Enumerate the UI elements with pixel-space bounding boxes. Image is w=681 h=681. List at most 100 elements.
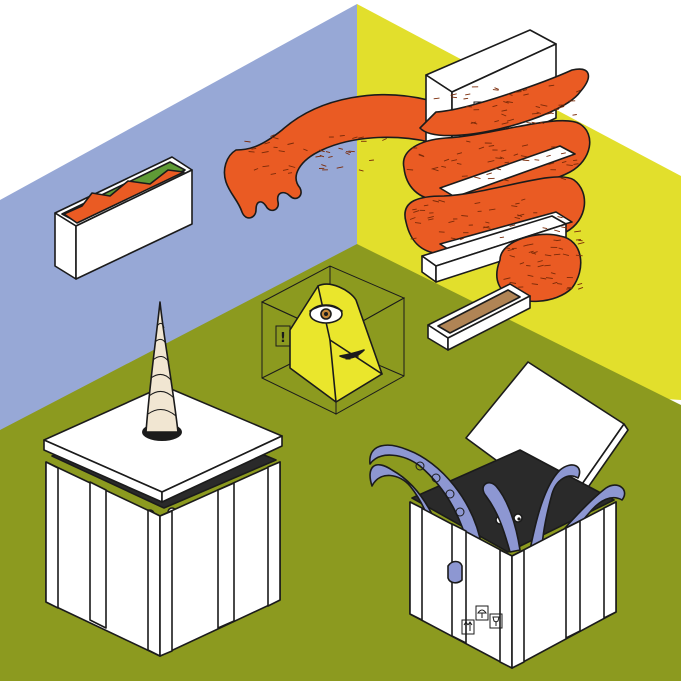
fur-stroke <box>470 121 477 124</box>
fur-stroke <box>495 157 503 160</box>
fur-stroke <box>456 162 462 165</box>
fur-stroke <box>540 277 547 280</box>
fur-stroke <box>499 236 505 239</box>
fur-stroke <box>441 165 447 168</box>
fur-stroke <box>574 230 582 233</box>
orange-creature-in-box <box>63 169 185 224</box>
fur-stroke <box>544 254 552 257</box>
fur-stroke <box>492 89 499 91</box>
fur-stroke <box>501 109 508 112</box>
fur-stroke <box>566 287 573 290</box>
fur-stroke <box>560 152 566 155</box>
fur-stroke <box>270 134 275 137</box>
fur-stroke <box>409 217 416 220</box>
fur-stroke <box>537 260 543 263</box>
fur-stroke <box>410 237 417 240</box>
fur-stroke <box>466 140 471 143</box>
fur-stroke <box>494 167 502 171</box>
fur-stroke <box>271 136 279 140</box>
fur-stroke <box>450 237 456 240</box>
fur-stroke <box>561 226 567 229</box>
fur-stroke <box>485 221 490 224</box>
fur-stroke <box>566 164 573 167</box>
fur-stroke <box>537 264 544 268</box>
fur-stroke <box>438 199 446 203</box>
fur-stroke <box>553 253 561 256</box>
fur-stroke <box>450 93 457 96</box>
fur-stroke <box>338 147 344 150</box>
fur-stroke <box>514 216 521 220</box>
tentacle-crate <box>369 361 629 669</box>
fur-stroke <box>572 114 577 116</box>
fur-stroke <box>522 89 528 92</box>
fur-stroke <box>554 108 559 110</box>
fur-stroke <box>575 238 581 241</box>
fur-stroke <box>382 138 387 141</box>
fur-stroke <box>573 163 579 165</box>
fur-stroke <box>450 96 458 99</box>
fur-stroke <box>461 215 469 217</box>
fur-stroke <box>262 165 270 168</box>
fur-stroke <box>492 104 498 108</box>
fur-stroke <box>509 255 516 258</box>
fur-stroke <box>413 210 420 213</box>
fur-stroke <box>319 154 325 158</box>
fur-stroke <box>531 251 538 254</box>
fur-stroke <box>578 239 583 242</box>
fur-stroke <box>557 216 563 219</box>
fur-stroke <box>318 149 325 153</box>
fur-stroke <box>552 281 558 285</box>
fur-stroke <box>406 168 414 171</box>
fur-stroke <box>315 155 322 158</box>
fur-stroke <box>503 100 509 104</box>
fur-stroke <box>561 160 567 164</box>
fur-stroke <box>501 149 507 152</box>
fur-stroke <box>303 148 308 152</box>
fur-stroke <box>412 208 417 211</box>
fur-stroke <box>527 274 534 277</box>
glass-cube: ! <box>260 265 406 415</box>
fur-stroke <box>244 140 251 143</box>
fur-stroke <box>528 250 534 253</box>
fur-stroke <box>523 244 528 247</box>
fur-stroke <box>576 89 581 93</box>
fur-stroke <box>517 213 525 217</box>
fur-stroke <box>509 281 517 284</box>
fur-stroke <box>575 254 583 257</box>
fur-stroke <box>531 112 539 115</box>
fur-stroke <box>328 155 333 158</box>
fur-stroke <box>511 205 518 208</box>
fur-stroke <box>494 87 499 90</box>
fur-stroke <box>414 222 422 224</box>
fur-stroke <box>339 134 345 137</box>
fur-stroke <box>456 152 463 155</box>
horn-crate <box>43 301 283 657</box>
svg-text:!: ! <box>280 331 286 346</box>
fur-stroke <box>557 283 563 285</box>
fur-stroke <box>488 145 495 147</box>
fur-stroke <box>418 154 425 158</box>
fur-stroke <box>526 122 531 124</box>
fur-stroke <box>321 164 327 167</box>
fur-stroke <box>471 121 478 125</box>
fur-stroke <box>288 165 296 168</box>
fur-stroke <box>474 202 481 205</box>
fur-stroke <box>448 220 455 224</box>
fur-stroke <box>499 156 505 159</box>
fur-stroke <box>253 168 259 171</box>
fur-stroke <box>278 150 285 153</box>
fur-stroke <box>423 204 429 207</box>
fur-stroke <box>548 162 555 166</box>
fur-stroke <box>507 248 515 252</box>
tentacle-middle <box>482 481 521 553</box>
fur-stroke <box>352 136 358 139</box>
fur-stroke <box>248 151 255 153</box>
fur-stroke <box>545 277 553 279</box>
fur-stroke <box>508 93 513 96</box>
fur-stroke <box>431 166 439 170</box>
fur-stroke <box>459 237 465 241</box>
fur-stroke <box>432 200 440 203</box>
fur-stroke <box>521 144 529 147</box>
fur-stroke <box>523 93 529 96</box>
fur-stroke <box>287 142 294 145</box>
